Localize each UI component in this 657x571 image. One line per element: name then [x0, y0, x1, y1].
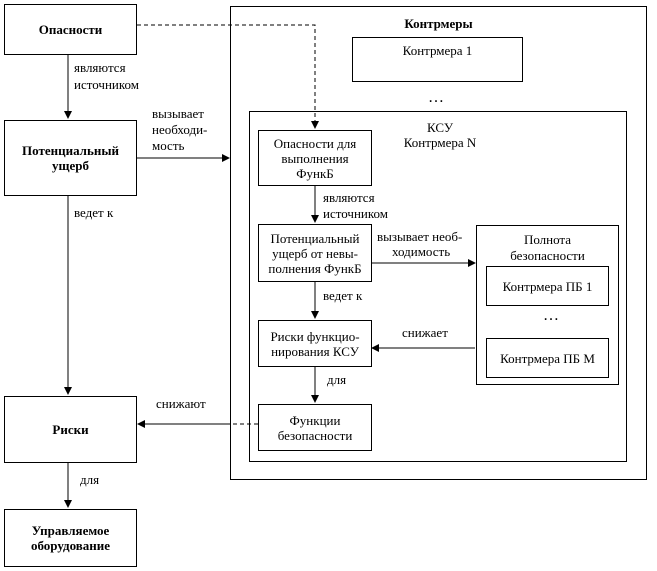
- hazards-label: Опасности: [38, 22, 103, 37]
- safety-integrity-title-2: безопасности: [510, 248, 585, 263]
- func-damage-label: Потенциальный ущерб от невы-полнения Фун…: [268, 230, 362, 276]
- label-reduce: снижают: [156, 396, 206, 411]
- ksu-label-causes-2: ходимость: [392, 244, 451, 259]
- func-risks-box: Риски функцио-нирования КСУ: [258, 320, 372, 367]
- ksu-label-leads-to: ведет к: [323, 288, 363, 303]
- label-causes-1: вызывает: [152, 106, 204, 121]
- func-hazards-label: Опасности для выполнения ФункБ: [273, 135, 357, 181]
- ksu-label-for: для: [327, 372, 347, 387]
- countermeasure-1-box: Контрмера 1: [352, 37, 523, 82]
- safety-countermeasure-m-label: Контрмера ПБ М: [500, 350, 595, 366]
- func-risks-label: Риски функцио-нирования КСУ: [270, 328, 360, 359]
- ksu-container: [249, 111, 627, 462]
- managed-equipment-box: Управляемое оборудование: [4, 509, 137, 567]
- func-damage-box: Потенциальный ущерб от невы-полнения Фун…: [258, 224, 372, 282]
- ksu-subtitle: Контрмера N: [403, 135, 477, 150]
- func-hazards-box: Опасности для выполнения ФункБ: [258, 130, 372, 186]
- ksu-label-reduces: снижает: [402, 325, 448, 340]
- countermeasures-title: Контрмеры: [404, 16, 473, 31]
- label-for: для: [80, 472, 100, 487]
- label-leads-to: ведет к: [74, 205, 114, 220]
- managed-equipment-label: Управляемое оборудование: [30, 523, 111, 553]
- ksu-label-causes-1: вызывает необ-: [377, 229, 463, 244]
- countermeasures-ellipsis: …: [428, 89, 444, 106]
- safety-integrity-container: [476, 225, 619, 385]
- dashed-hazards-to-func-hazards: [137, 24, 319, 129]
- safety-countermeasure-1-label: Контрмера ПБ 1: [502, 278, 593, 294]
- risks-label: Риски: [52, 422, 89, 437]
- ksu-label-are-source-1: являются: [323, 190, 375, 205]
- hazards-box: Опасности: [4, 4, 137, 55]
- potential-damage-box: Потенциальный ущерб: [4, 120, 137, 196]
- safety-functions-box: Функции безопасности: [258, 404, 372, 451]
- safety-integrity-title-1: Полнота: [523, 232, 572, 247]
- label-are-source-2: источником: [74, 77, 139, 92]
- safety-countermeasure-m-box: Контрмера ПБ М: [486, 338, 609, 378]
- label-causes-3: мость: [152, 138, 185, 153]
- potential-damage-label: Потенциальный ущерб: [22, 143, 119, 173]
- ksu-label-are-source-2: источником: [323, 206, 388, 221]
- label-are-source-1: являются: [74, 60, 126, 75]
- safety-integrity-ellipsis: …: [543, 307, 559, 324]
- countermeasures-container: [230, 6, 647, 480]
- safety-functions-label: Функции безопасности: [277, 412, 353, 443]
- label-causes-2: необходи-: [152, 122, 208, 137]
- countermeasure-1-label: Контрмера 1: [402, 43, 473, 58]
- ksu-title: КСУ: [426, 120, 454, 135]
- safety-countermeasure-1-box: Контрмера ПБ 1: [486, 266, 609, 306]
- risks-box: Риски: [4, 396, 137, 463]
